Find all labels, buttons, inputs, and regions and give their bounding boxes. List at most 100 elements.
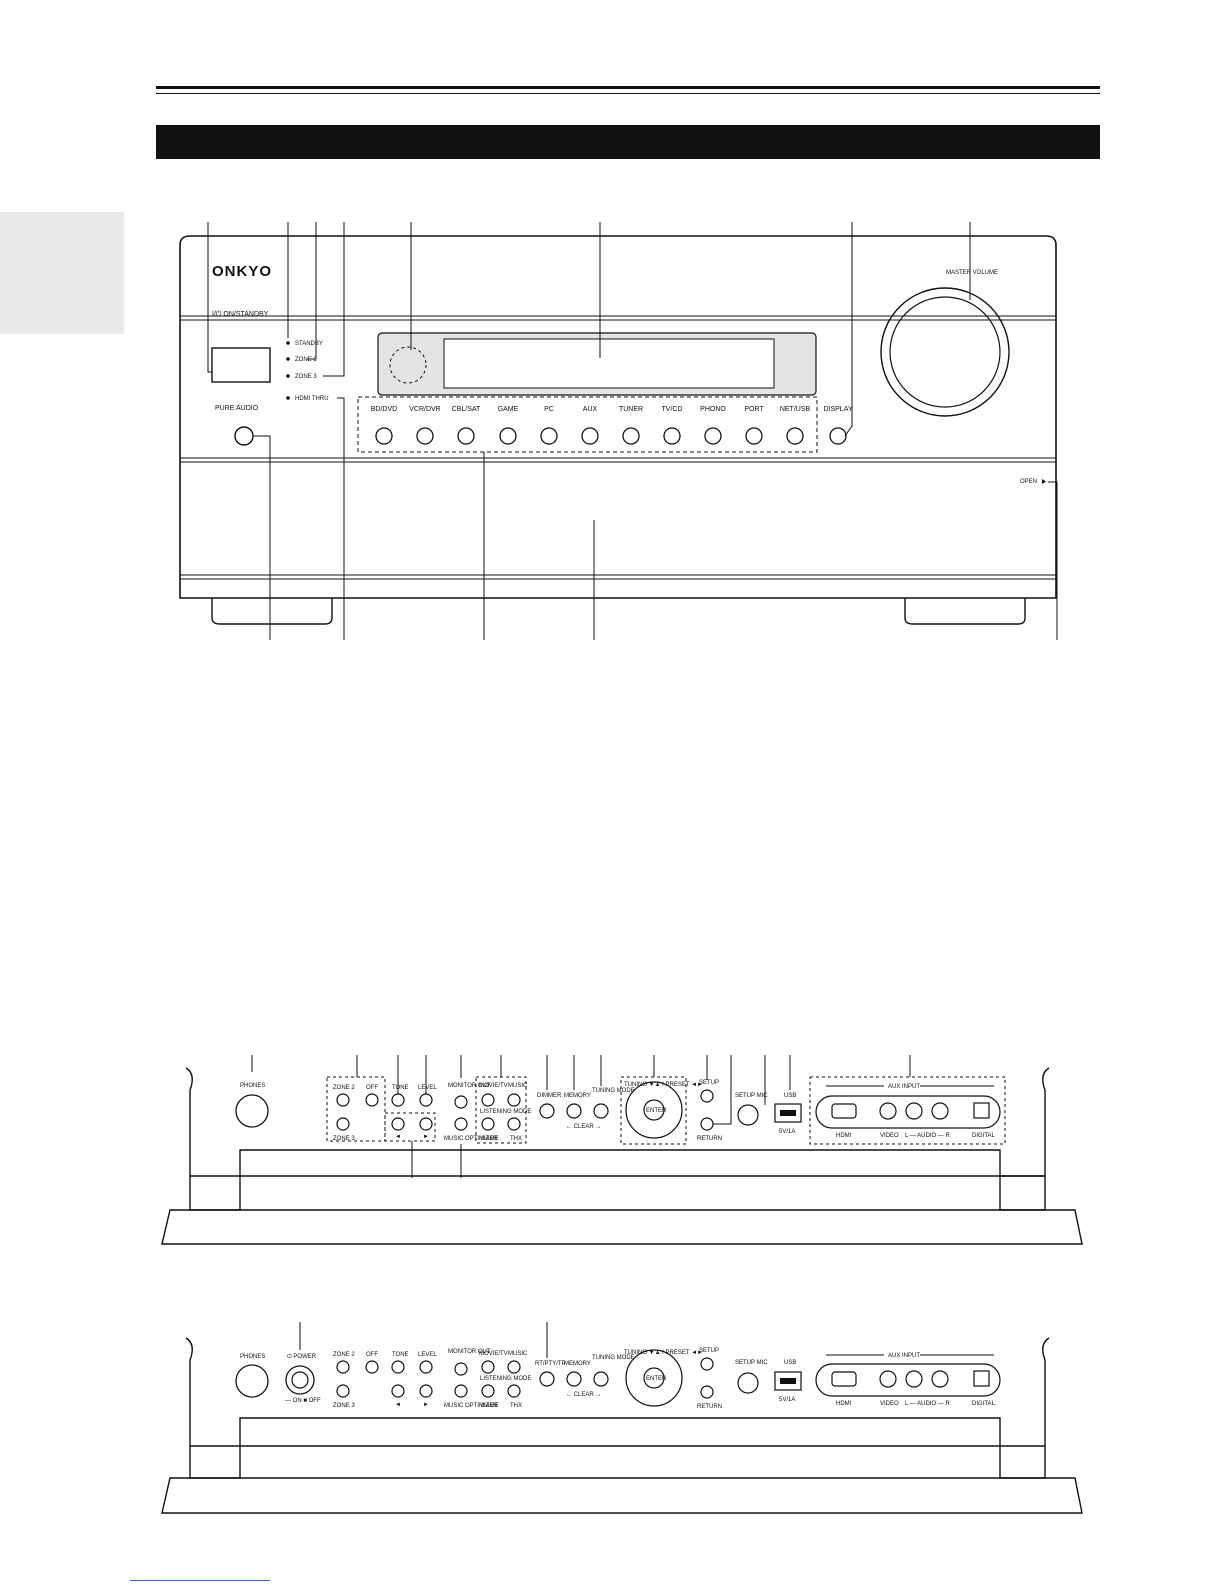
setup-button[interactable] <box>700 1089 714 1103</box>
music-optimizer-2-button[interactable] <box>454 1384 468 1398</box>
memory-2-button[interactable] <box>566 1371 582 1387</box>
aux-button[interactable] <box>581 427 599 445</box>
section-header-bar <box>156 125 1100 159</box>
minus-button[interactable] <box>391 1117 405 1131</box>
port-button[interactable] <box>745 427 763 445</box>
return-2-button[interactable] <box>700 1385 714 1399</box>
game-mode-2-button[interactable] <box>481 1384 495 1398</box>
music-optimizer-button[interactable] <box>454 1117 468 1131</box>
return-button[interactable] <box>700 1117 714 1131</box>
movie-tv-button[interactable] <box>481 1093 495 1107</box>
usb-port[interactable] <box>774 1103 802 1123</box>
memory-button[interactable] <box>566 1103 582 1119</box>
audio-right-2-jack[interactable] <box>931 1370 949 1388</box>
tone-2-button[interactable] <box>391 1360 405 1374</box>
off-label: OFF <box>366 1085 378 1091</box>
tuning-mode-2-button[interactable] <box>593 1371 609 1387</box>
level-button[interactable] <box>419 1093 433 1107</box>
hdmi-port[interactable] <box>831 1103 857 1119</box>
setup-mic-2-jack[interactable] <box>737 1372 759 1394</box>
minus-2-button[interactable] <box>391 1384 405 1398</box>
label-vcr-dvr: VCR/DVR <box>409 406 441 413</box>
on-standby-button[interactable] <box>211 347 271 383</box>
zone3-button[interactable] <box>336 1117 350 1131</box>
dimmer-button[interactable] <box>539 1103 555 1119</box>
audio-right-jack[interactable] <box>931 1102 949 1120</box>
off-2-button[interactable] <box>365 1360 379 1374</box>
game-mode-button[interactable] <box>481 1117 495 1131</box>
plus-2-label: ► <box>423 1402 429 1408</box>
music-optimizer-label: MUSIC OPTIMIZER <box>444 1136 498 1142</box>
digital-optical-2-port[interactable] <box>973 1370 990 1387</box>
enter-2-button[interactable] <box>643 1367 665 1389</box>
cursor-pad[interactable] <box>625 1081 683 1139</box>
plus-button[interactable] <box>419 1117 433 1131</box>
audio-left-jack[interactable] <box>905 1102 923 1120</box>
chapter-side-tab <box>0 212 124 334</box>
cursor-pad-2[interactable] <box>625 1349 683 1407</box>
clear-2-label: ← CLEAR → <box>566 1392 601 1398</box>
thx-button[interactable] <box>507 1117 521 1131</box>
standby-led <box>286 341 290 345</box>
monitor-out-button[interactable] <box>454 1095 468 1109</box>
master-volume-knob[interactable] <box>889 296 1001 408</box>
zone3-led <box>286 374 290 378</box>
music-2-button[interactable] <box>507 1360 521 1374</box>
tone-button[interactable] <box>391 1093 405 1107</box>
bd-dvd-button[interactable] <box>375 427 393 445</box>
off-button[interactable] <box>365 1093 379 1107</box>
zone2-2-button[interactable] <box>336 1360 350 1374</box>
clear-label: ← CLEAR → <box>566 1124 601 1130</box>
hdmi-2-port[interactable] <box>831 1371 857 1387</box>
tv-cd-button[interactable] <box>663 427 681 445</box>
usb-2-port[interactable] <box>774 1371 802 1391</box>
top-rule-thin <box>156 93 1100 94</box>
tuner-button[interactable] <box>622 427 640 445</box>
net-usb-button[interactable] <box>786 427 804 445</box>
monitor-out-2-button[interactable] <box>454 1362 468 1376</box>
zone2-indicator-label: ZONE 2 <box>295 357 317 363</box>
video-2-jack[interactable] <box>879 1370 897 1388</box>
music-button[interactable] <box>507 1093 521 1107</box>
tuning-mode-button[interactable] <box>593 1103 609 1119</box>
zone2-button[interactable] <box>336 1093 350 1107</box>
usb-2-port-slot <box>780 1378 796 1384</box>
setup-2-button[interactable] <box>700 1357 714 1371</box>
label-net-usb: NET/USB <box>780 406 811 413</box>
video-jack[interactable] <box>879 1102 897 1120</box>
plus-2-button[interactable] <box>419 1384 433 1398</box>
label-game: GAME <box>498 406 519 413</box>
label-bd-dvd: BD/DVD <box>371 406 397 413</box>
power-switch[interactable] <box>291 1371 309 1389</box>
pure-audio-label: PURE AUDIO <box>215 405 259 412</box>
tone-level-adjust-group <box>384 1112 436 1142</box>
phones2-jack[interactable] <box>235 1364 269 1398</box>
movie-tv-2-button[interactable] <box>481 1360 495 1374</box>
dimmer-label: DIMMER <box>537 1093 562 1099</box>
level-2-button[interactable] <box>419 1360 433 1374</box>
hdmi-thru-led <box>286 396 290 400</box>
rt-pty-tp-button[interactable] <box>539 1371 555 1387</box>
pc-button[interactable] <box>540 427 558 445</box>
master-volume-label: MASTER VOLUME <box>946 270 998 276</box>
display-screen <box>443 338 775 389</box>
enter-button[interactable] <box>643 1099 665 1121</box>
phono-button[interactable] <box>704 427 722 445</box>
return-label: RETURN <box>697 1136 722 1142</box>
phones-jack[interactable] <box>235 1094 269 1128</box>
aux-input-group <box>809 1076 1006 1145</box>
zone3-2-button[interactable] <box>336 1384 350 1398</box>
memory-label: MEMORY <box>564 1093 591 1099</box>
vcr-dvr-button[interactable] <box>416 427 434 445</box>
game-button[interactable] <box>499 427 517 445</box>
digital-optical-port[interactable] <box>973 1102 990 1119</box>
pure-audio-button[interactable] <box>234 426 254 446</box>
audio-left-2-jack[interactable] <box>905 1370 923 1388</box>
thx-2-button[interactable] <box>507 1384 521 1398</box>
setup-mic-jack[interactable] <box>737 1104 759 1126</box>
display-button[interactable] <box>829 427 847 445</box>
hdmi-thru-label: HDMI THRU <box>295 396 329 402</box>
rt-pty-tp-label: RT/PTY/TP <box>535 1361 566 1367</box>
cbl-sat-button[interactable] <box>457 427 475 445</box>
